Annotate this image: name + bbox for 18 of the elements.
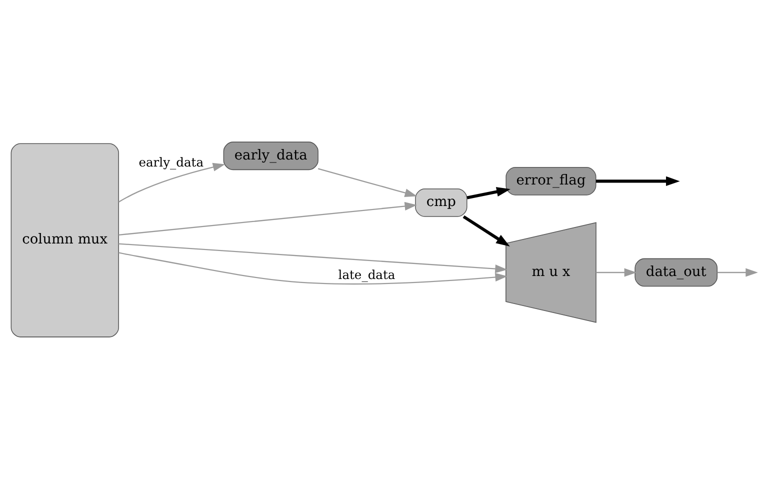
arrow: [717, 268, 758, 276]
node-box: cmp: [415, 188, 468, 216]
node-box: early_data: [223, 141, 318, 170]
arrow: [118, 162, 226, 202]
arrow: [466, 186, 510, 199]
arrow: [318, 168, 418, 197]
edge-label: early_data: [138, 154, 204, 169]
arrow: [118, 201, 418, 236]
arrow: [118, 252, 508, 284]
node-box: error_flag: [506, 166, 596, 195]
node-box: column mux: [10, 142, 119, 337]
arrow: [596, 176, 680, 186]
edge-label: late_data: [338, 268, 396, 282]
node-box: m u x: [506, 222, 596, 322]
arrow: [118, 242, 508, 273]
node-box: data_out: [634, 258, 718, 286]
arrow: [596, 268, 637, 276]
arrow: [462, 214, 510, 246]
